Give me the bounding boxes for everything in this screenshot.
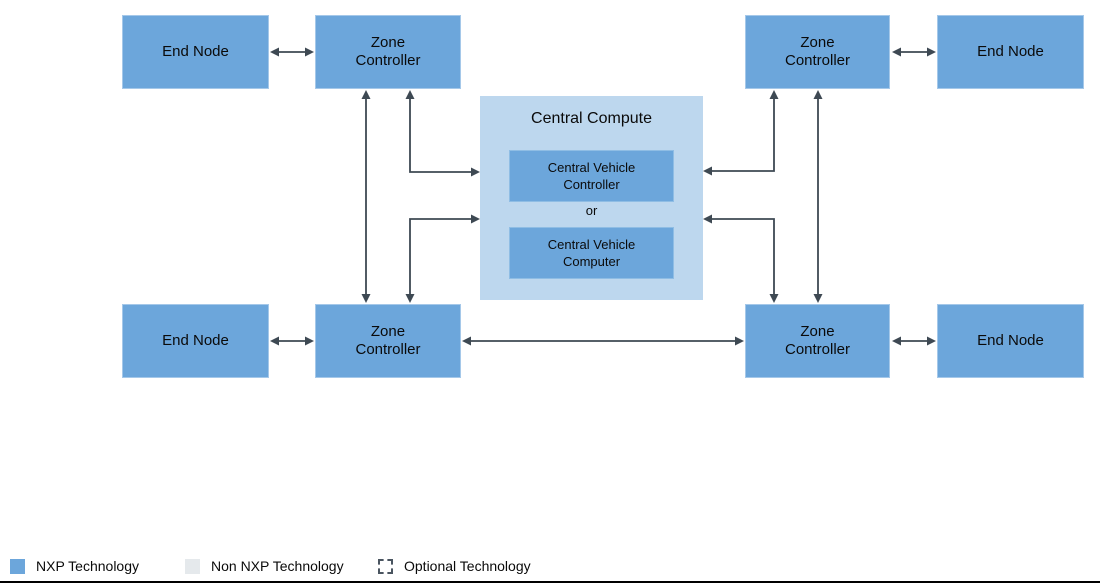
legend-item-nxp: NXP Technology — [10, 556, 139, 576]
connector-endnode-zc-top-left — [270, 47, 314, 57]
central-vehicle-controller-box: Central Vehicle Controller — [509, 150, 674, 202]
or-label: or — [585, 203, 598, 218]
end-node-top-left-label: End Node — [162, 43, 229, 60]
zone-controller-bottom-right-label: Zone Controller — [784, 323, 851, 358]
central-vehicle-computer-box: Central Vehicle Computer — [509, 227, 674, 279]
legend-label-non-nxp: Non NXP Technology — [211, 558, 344, 574]
zone-controller-top-right-box: Zone Controller — [745, 15, 890, 89]
connector-zc-bottom-left-central — [405, 214, 480, 303]
end-node-bottom-left-box: End Node — [122, 304, 269, 378]
zone-controller-top-left-box: Zone Controller — [315, 15, 461, 89]
legend-label-optional: Optional Technology — [404, 558, 531, 574]
central-vehicle-computer-label: Central Vehicle Computer — [547, 237, 636, 269]
connector-zc-endnode-bottom-right — [892, 336, 936, 346]
zone-controller-bottom-left-box: Zone Controller — [315, 304, 461, 378]
zone-controller-bottom-right-box: Zone Controller — [745, 304, 890, 378]
end-node-bottom-right-box: End Node — [937, 304, 1084, 378]
connector-endnode-zc-bottom-left — [270, 336, 314, 346]
connector-zc-top-left-central — [405, 90, 480, 177]
connector-zc-zc-right-vertical — [813, 90, 823, 303]
end-node-top-right-label: End Node — [977, 43, 1044, 60]
connector-zc-top-right-central — [703, 90, 779, 176]
bottom-divider-rule — [0, 581, 1100, 583]
zone-controller-top-left-label: Zone Controller — [355, 34, 421, 69]
end-node-bottom-right-label: End Node — [977, 332, 1044, 349]
central-compute-title: Central Compute — [531, 110, 652, 127]
connector-zc-bottom-right-central — [703, 214, 779, 303]
connector-zc-zc-bottom-horizontal — [462, 336, 744, 346]
central-compute-panel: Central Compute Central Vehicle Controll… — [480, 96, 703, 300]
legend-item-optional: Optional Technology — [378, 556, 531, 576]
end-node-top-left-box: End Node — [122, 15, 269, 89]
zone-controller-bottom-left-label: Zone Controller — [355, 323, 421, 358]
connector-zc-zc-left-vertical — [361, 90, 371, 303]
connector-zc-endnode-top-right — [892, 47, 936, 57]
nxp-technology-swatch-icon — [10, 558, 25, 574]
central-vehicle-controller-label: Central Vehicle Controller — [547, 160, 636, 192]
end-node-top-right-box: End Node — [937, 15, 1084, 89]
end-node-bottom-left-label: End Node — [162, 332, 229, 349]
non-nxp-technology-swatch-icon — [185, 558, 200, 574]
legend-label-nxp: NXP Technology — [36, 558, 139, 574]
optional-technology-swatch-icon — [378, 558, 393, 574]
legend-item-non-nxp: Non NXP Technology — [185, 556, 344, 576]
zone-controller-top-right-label: Zone Controller — [784, 34, 851, 69]
